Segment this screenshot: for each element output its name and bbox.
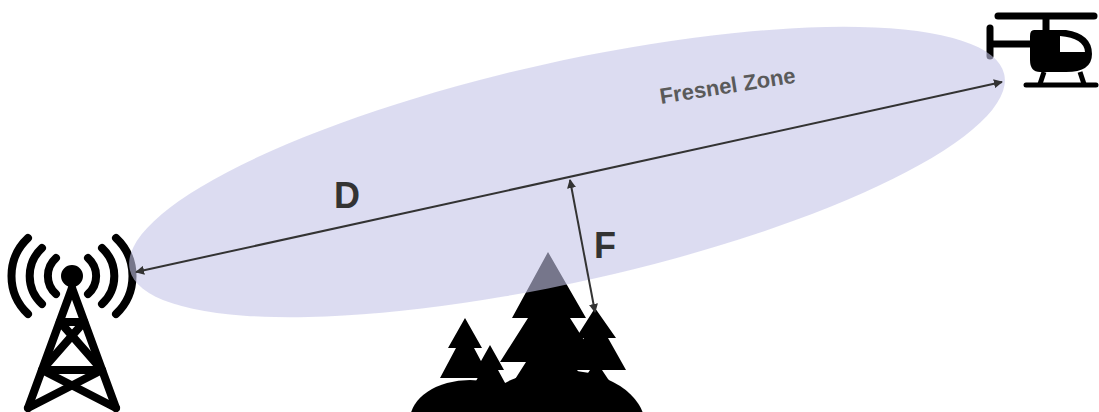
dimension-label: D: [334, 178, 360, 214]
dimension-label: F: [594, 228, 616, 264]
radio-tower: [11, 238, 132, 408]
helicopter: [990, 16, 1096, 85]
ellipse-outline: [129, 22, 1005, 322]
fresnel-zone-ellipse: Fresnel Zone: [129, 22, 1005, 322]
